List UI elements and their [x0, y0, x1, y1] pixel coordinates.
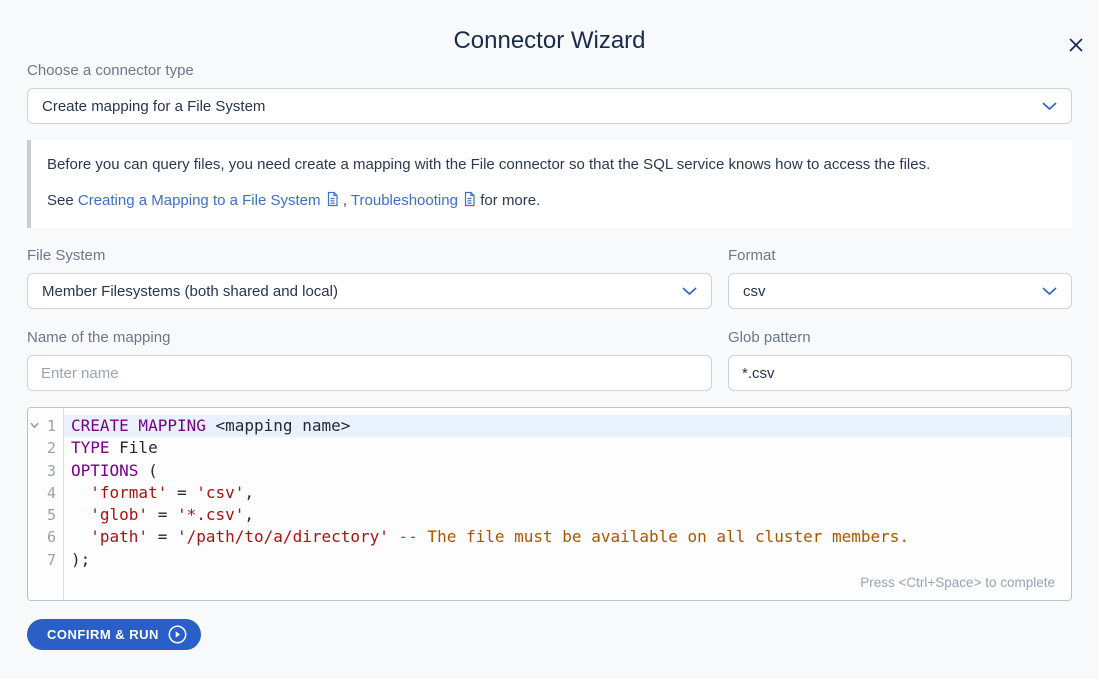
- code-line-1[interactable]: CREATE MAPPING <mapping name>: [64, 415, 1071, 438]
- code-line-7[interactable]: );: [71, 549, 91, 569]
- confirm-run-button[interactable]: CONFIRM & RUN: [27, 619, 201, 650]
- play-circle-icon: [168, 625, 187, 644]
- connector-type-value: Create mapping for a File System: [42, 97, 266, 115]
- mapping-name-label: Name of the mapping: [27, 329, 171, 346]
- connector-type-label: Choose a connector type: [27, 62, 194, 79]
- doc-link[interactable]: Troubleshooting: [350, 192, 458, 209]
- line-number: 7: [46, 550, 56, 569]
- editor-gutter: 1 2 3 4 5 6 7: [28, 408, 64, 600]
- format-select[interactable]: csv: [728, 273, 1072, 309]
- document-icon: [327, 191, 338, 207]
- line-number: 2: [46, 439, 56, 458]
- close-icon[interactable]: [1063, 32, 1089, 58]
- connector-wizard-dialog: Connector Wizard Choose a connector type…: [0, 26, 1099, 679]
- autocomplete-hint: Press <Ctrl+Space> to complete: [860, 575, 1055, 590]
- mapping-name-input[interactable]: [27, 355, 712, 391]
- chevron-down-icon: [682, 287, 697, 295]
- code-line-6[interactable]: 'path' = '/path/to/a/directory' -- The f…: [90, 527, 910, 547]
- line-number: 4: [46, 483, 56, 502]
- connector-type-select[interactable]: Create mapping for a File System: [27, 88, 1072, 124]
- format-label: Format: [728, 247, 776, 264]
- confirm-run-label: CONFIRM & RUN: [47, 627, 159, 642]
- dialog-title: Connector Wizard: [453, 27, 646, 54]
- line-number: 6: [46, 528, 56, 547]
- code-line-2[interactable]: TYPE File: [71, 438, 158, 458]
- line-number: 5: [46, 506, 56, 525]
- info-text: Before you can query files, you need cre…: [47, 156, 931, 173]
- line-number: 3: [46, 461, 56, 480]
- info-note: Before you can query files, you need cre…: [27, 140, 1072, 228]
- line-number: 1: [28, 415, 63, 437]
- file-system-label: File System: [27, 247, 106, 264]
- doc-link[interactable]: Creating a Mapping to a File System: [77, 192, 321, 209]
- code-line-5[interactable]: 'glob' = '*.csv',: [90, 505, 255, 525]
- fold-arrow-icon[interactable]: [30, 421, 39, 430]
- document-icon: [464, 191, 475, 207]
- file-system-value: Member Filesystems (both shared and loca…: [42, 282, 338, 300]
- chevron-down-icon: [1042, 287, 1057, 295]
- file-system-select[interactable]: Member Filesystems (both shared and loca…: [27, 273, 712, 309]
- format-value: csv: [743, 282, 766, 300]
- glob-pattern-input[interactable]: [728, 355, 1072, 391]
- sql-code-editor[interactable]: 1 2 3 4 5 6 7 CREATE MAPPING <mapping name>TYP…: [27, 407, 1072, 601]
- info-links-line: See Creating a Mapping to a File System …: [47, 191, 541, 209]
- chevron-down-icon: [1042, 102, 1057, 110]
- code-line-3[interactable]: OPTIONS (: [71, 460, 158, 480]
- code-line-4[interactable]: 'format' = 'csv',: [90, 482, 255, 502]
- glob-pattern-label: Glob pattern: [728, 329, 811, 346]
